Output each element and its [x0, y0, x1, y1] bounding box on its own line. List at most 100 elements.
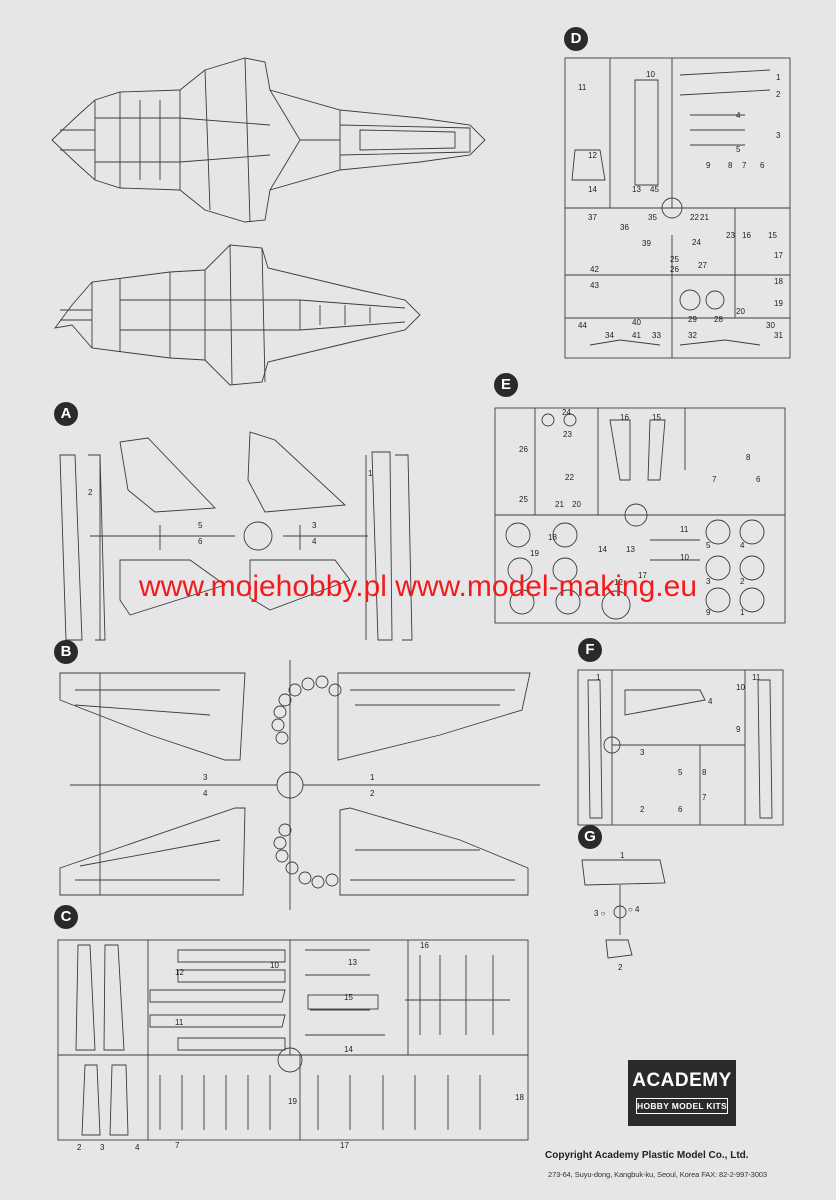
part-label-d22: 22 — [690, 213, 699, 222]
part-label-d3: 3 — [776, 131, 781, 140]
part-label-d13: 13 — [632, 185, 641, 194]
part-label-g4: ○ 4 — [628, 905, 640, 914]
part-label-c14: 14 — [344, 1045, 353, 1054]
part-label-d26: 26 — [670, 265, 679, 274]
sprue-a — [59, 431, 413, 641]
section-badge-e: E — [494, 373, 518, 397]
part-label-d16: 16 — [742, 231, 751, 240]
part-label-e16: 16 — [620, 413, 629, 422]
part-label-d23: 23 — [726, 231, 735, 240]
part-label-d40: 40 — [632, 318, 641, 327]
part-label-e7: 7 — [712, 475, 717, 484]
section-badge-g: G — [578, 825, 602, 849]
part-label-d8: 8 — [728, 161, 733, 170]
section-badge-f: F — [578, 638, 602, 662]
part-label-f7: 7 — [702, 793, 707, 802]
part-label-c3: 3 — [100, 1143, 105, 1152]
sprue-g — [581, 859, 666, 959]
part-label-e21: 21 — [555, 500, 564, 509]
part-label-d35: 35 — [648, 213, 657, 222]
part-label-d6: 6 — [760, 161, 765, 170]
part-label-f10: 10 — [736, 683, 745, 692]
part-label-e3: 3 — [706, 577, 711, 586]
part-label-a4: 4 — [312, 537, 317, 546]
part-label-d17: 17 — [774, 251, 783, 260]
part-label-e13: 13 — [626, 545, 635, 554]
part-label-d36: 36 — [620, 223, 629, 232]
part-label-d5: 5 — [736, 145, 741, 154]
copyright-line: Copyright Academy Plastic Model Co., Ltd… — [545, 1150, 749, 1161]
part-label-a1: 1 — [368, 469, 373, 478]
part-label-e2: 2 — [740, 577, 745, 586]
part-label-d43: 43 — [590, 281, 599, 290]
part-label-a6: 6 — [198, 537, 203, 546]
part-label-d30: 30 — [766, 321, 775, 330]
part-label-f8: 8 — [702, 768, 707, 777]
part-label-d25: 25 — [670, 255, 679, 264]
part-label-e23: 23 — [563, 430, 572, 439]
part-label-f9: 9 — [736, 725, 741, 734]
part-label-d34: 34 — [605, 331, 614, 340]
part-label-d27: 27 — [698, 261, 707, 270]
part-label-b4: 4 — [203, 789, 208, 798]
sprue-d — [564, 57, 791, 359]
part-label-d12: 12 — [588, 151, 597, 160]
part-label-e18: 18 — [548, 533, 557, 542]
part-label-f6: 6 — [678, 805, 683, 814]
part-label-e6: 6 — [756, 475, 761, 484]
part-label-f4: 4 — [708, 697, 713, 706]
section-badge-b: B — [54, 640, 78, 664]
part-label-d10: 10 — [646, 70, 655, 79]
part-label-e24: 24 — [562, 408, 571, 417]
part-label-g3: 3 ○ — [594, 909, 606, 918]
part-label-c12: 12 — [175, 968, 184, 977]
sprue-c — [57, 939, 529, 1141]
part-label-d11: 11 — [578, 83, 587, 92]
part-label-d42: 42 — [590, 265, 599, 274]
part-label-d28: 28 — [714, 315, 723, 324]
part-label-g2: 2 — [618, 963, 623, 972]
part-label-e15: 15 — [652, 413, 661, 422]
part-label-d1: 1 — [776, 73, 781, 82]
part-label-d24: 24 — [692, 238, 701, 247]
aircraft-top-view-upper — [51, 57, 486, 223]
part-label-c19: 19 — [288, 1097, 297, 1106]
part-label-a3: 3 — [312, 521, 317, 530]
part-label-e22: 22 — [565, 473, 574, 482]
part-label-d41: 41 — [632, 331, 641, 340]
part-label-d20: 20 — [736, 307, 745, 316]
part-label-d4: 4 — [736, 111, 741, 120]
part-label-f11: 11 — [752, 673, 761, 682]
part-label-d21: 21 — [700, 213, 709, 222]
part-label-e25: 25 — [519, 495, 528, 504]
logo-subtitle: HOBBY MODEL KITS — [636, 1098, 728, 1114]
part-label-f1: 1 — [596, 673, 601, 682]
part-label-a2: 2 — [88, 488, 93, 497]
sprue-f — [577, 669, 784, 826]
part-label-e19: 19 — [530, 549, 539, 558]
section-badge-d: D — [564, 27, 588, 51]
part-label-c4: 4 — [135, 1143, 140, 1152]
academy-logo: ACADEMY HOBBY MODEL KITS — [628, 1060, 736, 1126]
part-label-e12: 12 — [614, 578, 623, 587]
part-label-e1: 1 — [740, 608, 745, 617]
part-number-labels: 2 5 6 3 4 1 3 4 1 2 12 10 11 15 14 13 16… — [77, 70, 783, 1152]
sprue-b — [59, 660, 540, 910]
part-label-b2: 2 — [370, 789, 375, 798]
part-label-d9: 9 — [706, 161, 711, 170]
part-label-d14: 14 — [588, 185, 597, 194]
part-label-f5: 5 — [678, 768, 683, 777]
part-label-e11: 11 — [680, 525, 689, 534]
part-label-d18: 18 — [774, 277, 783, 286]
section-badge-a: A — [54, 402, 78, 426]
part-label-e5: 5 — [706, 541, 711, 550]
part-label-f3: 3 — [640, 748, 645, 757]
part-label-e26: 26 — [519, 445, 528, 454]
part-label-d44: 44 — [578, 321, 587, 330]
part-label-d37: 37 — [588, 213, 597, 222]
part-label-d7: 7 — [742, 161, 747, 170]
part-label-c10: 10 — [270, 961, 279, 970]
watermark-text: www.mojehobby.pl www.model-making.eu — [138, 570, 698, 603]
part-label-e14: 14 — [598, 545, 607, 554]
